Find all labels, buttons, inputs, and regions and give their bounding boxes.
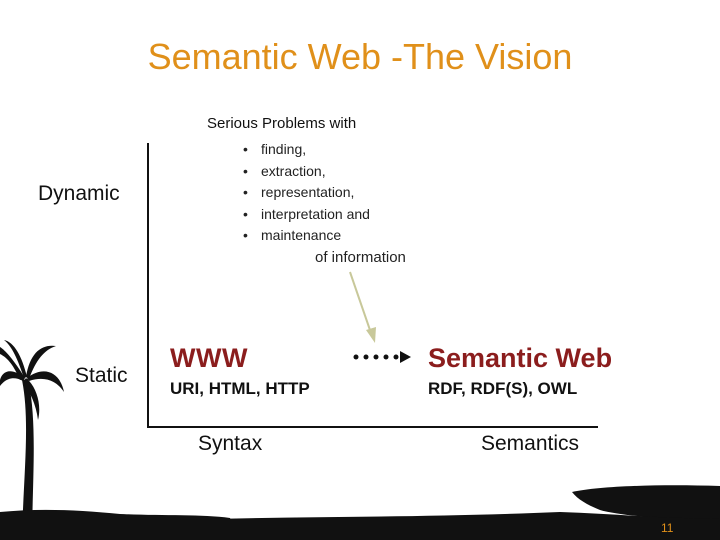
problem-item-label: representation, <box>261 184 355 200</box>
bullet-icon: • <box>243 227 248 243</box>
problem-item: • representation, <box>243 182 370 204</box>
semantic-web-node-title: Semantic Web <box>428 343 613 373</box>
axis-label-syntax: Syntax <box>198 432 263 455</box>
problem-item-label: interpretation and <box>261 205 370 222</box>
problem-item-label: maintenance <box>261 227 342 243</box>
bullet-icon: • <box>243 205 248 222</box>
information-label: of information <box>315 249 406 266</box>
information-connector-arrow <box>349 271 376 343</box>
problem-list: •finding, •extraction, •representation, … <box>243 139 370 247</box>
slide-title: Semantic Web -The Vision <box>147 36 573 77</box>
problem-item: • interpretation and <box>243 204 370 226</box>
problem-item-label: extraction, <box>261 162 326 179</box>
axis-label-dynamic: Dynamic <box>38 182 120 205</box>
problem-item: • maintenance <box>243 225 370 247</box>
canoe-silhouette <box>180 485 720 540</box>
axis-label-semantics: Semantics <box>481 432 580 455</box>
problem-item: • extraction, <box>243 161 370 183</box>
bullet-icon: • <box>243 162 248 179</box>
page-number: 11 <box>661 521 674 535</box>
bullet-icon: • <box>243 141 248 157</box>
www-node-subtitle: URI, HTML, HTTP <box>170 379 310 398</box>
bullet-icon: • <box>243 184 248 200</box>
problem-item: • finding, <box>243 139 370 161</box>
semantic-web-node-subtitle: RDF, RDF(S), OWL <box>428 379 578 398</box>
axis-label-static: Static <box>75 364 128 387</box>
problem-item-label: finding, <box>261 141 307 157</box>
www-node-title: WWW <box>170 343 248 373</box>
problems-heading: Serious Problems with <box>207 115 357 132</box>
transition-arrow <box>353 351 411 363</box>
